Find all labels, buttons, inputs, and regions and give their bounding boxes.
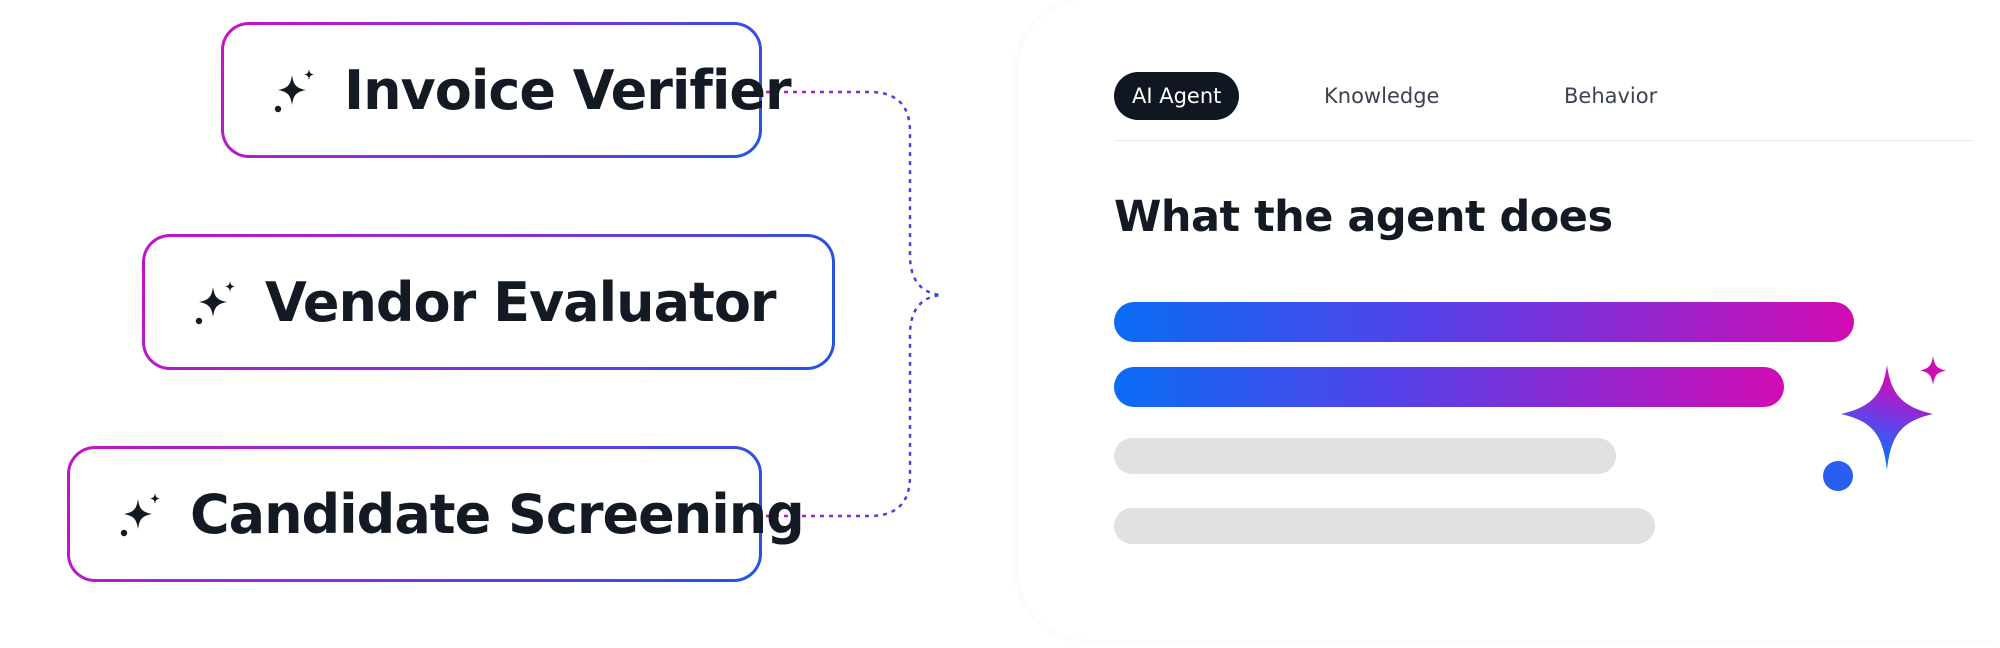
- tab-bar: AI Agent Knowledge Behavior: [1114, 70, 1974, 141]
- content-bar-placeholder: [1114, 508, 1655, 544]
- agent-card-candidate-screening[interactable]: Candidate Screening: [67, 446, 805, 582]
- sparkle-icon: [120, 493, 160, 537]
- content-bar-highlight: [1114, 302, 1854, 342]
- agent-card-invoice-verifier[interactable]: Invoice Verifier: [221, 22, 792, 158]
- agent-card-vendor-evaluator[interactable]: Vendor Evaluator: [142, 234, 835, 370]
- section-title: What the agent does: [1114, 192, 1613, 242]
- tab-knowledge[interactable]: Knowledge: [1324, 84, 1440, 108]
- agent-config-panel: AI Agent Knowledge Behavior What the age…: [1018, 0, 2000, 640]
- agent-name: Candidate Screening: [190, 482, 805, 546]
- agent-name: Vendor Evaluator: [265, 270, 777, 334]
- tab-behavior[interactable]: Behavior: [1564, 84, 1658, 108]
- sparkle-icon: [195, 281, 235, 325]
- tab-ai-agent[interactable]: AI Agent: [1114, 72, 1240, 120]
- content-bar-highlight: [1114, 367, 1784, 407]
- agent-name: Invoice Verifier: [344, 58, 792, 122]
- sparkle-icon: [274, 69, 314, 113]
- content-bar-placeholder: [1114, 438, 1616, 474]
- ai-sparkle-logo-icon: [1823, 356, 1946, 491]
